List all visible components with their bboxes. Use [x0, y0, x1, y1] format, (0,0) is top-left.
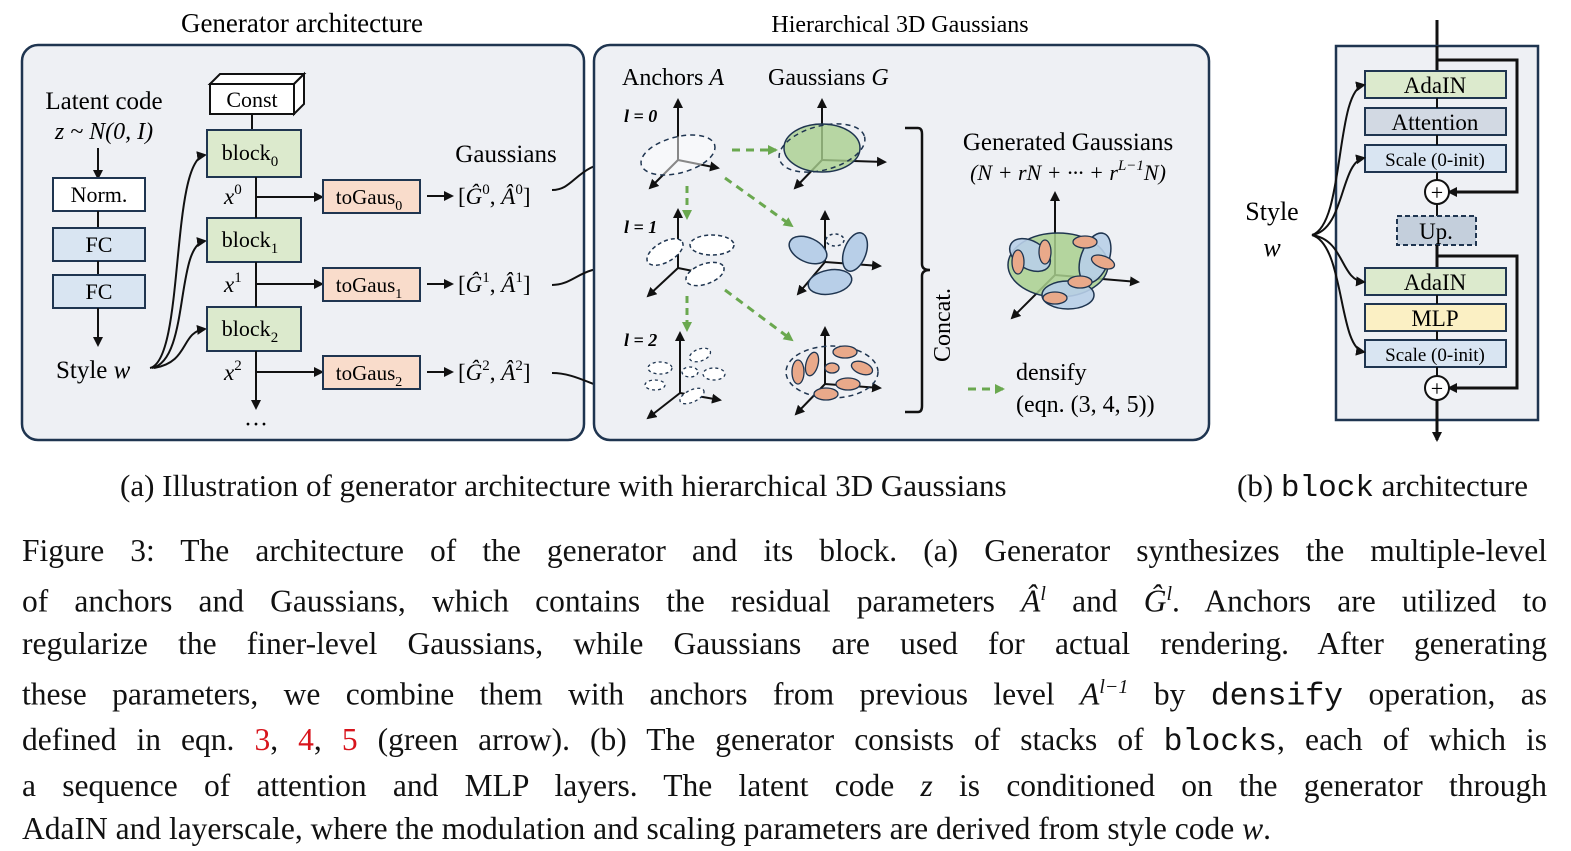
level-1-label: l = 1 — [624, 217, 657, 237]
sub-caption-b-suffix: architecture — [1381, 468, 1528, 503]
block-1 — [206, 217, 302, 263]
caption-line-6: a sequence of attention and MLP layers. … — [22, 767, 1547, 803]
generated-title: Generated Gaussians — [963, 129, 1173, 156]
togaus-0 — [322, 179, 421, 214]
adain-box-1 — [1364, 70, 1507, 99]
ref-eqn-5[interactable]: 5 — [341, 722, 358, 758]
output-2: [Ĝ2, Â2] — [458, 358, 531, 385]
scale-box-2 — [1364, 339, 1507, 368]
togaus-1-label: toGaus1 — [336, 273, 403, 302]
togaus-2 — [322, 355, 421, 390]
level-2-label: l = 2 — [624, 330, 657, 350]
caption-line-7: AdaIN and layerscale, where the modulati… — [22, 810, 1272, 846]
hierarchical-panel — [592, 43, 1211, 442]
output-1: [Ĝ1, Â1] — [458, 270, 531, 297]
latent-code-label: Latent code — [45, 88, 162, 115]
figure-diagram: Generator architecture Hierarchical 3D G… — [20, 8, 1540, 442]
block-style-var: w — [1263, 233, 1281, 262]
level-0-label: l = 0 — [624, 106, 657, 126]
densify-label: densify — [1016, 360, 1087, 386]
block-2-label: block2 — [222, 316, 278, 346]
adain-box-2 — [1364, 267, 1507, 296]
fc-box-2 — [52, 274, 146, 309]
densify-eqn: (eqn. (3, 4, 5)) — [1016, 392, 1155, 418]
generator-panel — [20, 43, 586, 442]
generated-gaussians — [1007, 191, 1140, 320]
block-2 — [206, 306, 302, 352]
generated-count: (N + rN + ··· + rL−1N) — [970, 158, 1166, 185]
plus-1-label: + — [1431, 180, 1443, 205]
adain-label-2: AdaIN — [1404, 270, 1467, 295]
const-label: Const — [226, 87, 277, 112]
block-0 — [206, 129, 302, 178]
anchors-level-0 — [640, 98, 720, 190]
gaussians-label: Gaussians — [455, 141, 556, 168]
block-style-label: Style — [1245, 197, 1298, 226]
sub-caption-a: (a) Illustration of generator architectu… — [120, 468, 1007, 503]
mlp-box — [1364, 303, 1507, 332]
gaussians-level-0 — [778, 98, 887, 190]
togaus-2-label: toGaus2 — [336, 361, 403, 390]
mlp-label: MLP — [1411, 306, 1458, 331]
anchors-header: Anchors A — [622, 65, 724, 91]
concat-label: Concat. — [930, 288, 956, 362]
sub-caption-b-code: block — [1280, 471, 1374, 506]
fc-label-1: FC — [86, 232, 113, 257]
norm-label: Norm. — [71, 182, 128, 207]
caption-line-1: Figure 3: The architecture of the genera… — [22, 533, 1547, 568]
ref-eqn-4[interactable]: 4 — [298, 722, 314, 758]
togaus-1 — [322, 267, 421, 302]
attention-box — [1364, 107, 1507, 136]
up-label: Up. — [1419, 219, 1453, 244]
caption-line-4: these parameters, we combine them with a… — [22, 675, 1547, 715]
up-box — [1396, 215, 1477, 246]
anchors-level-1 — [646, 208, 735, 298]
caption-line-5: defined in eqn. 3, 4, 5 (green arrow). (… — [22, 722, 1548, 761]
ellipsis: ··· — [244, 412, 268, 438]
hierarchical-title: Hierarchical 3D Gaussians — [771, 12, 1028, 38]
togaus-0-label: toGaus0 — [336, 185, 403, 214]
adain-label-1: AdaIN — [1404, 73, 1467, 98]
caption-line-3: regularize the finer-level Gaussians, wh… — [22, 626, 1547, 662]
fc-label-2: FC — [86, 279, 113, 304]
sub-caption-b: (b) block architecture — [1237, 468, 1528, 506]
plus-2-label: + — [1431, 376, 1443, 401]
block-1-label: block1 — [222, 227, 278, 257]
style-w-label: Style w — [56, 357, 131, 384]
gaussians-header: Gaussians G — [768, 65, 889, 91]
block-0-label: block0 — [222, 140, 278, 170]
gaussians-level-2 — [785, 326, 882, 416]
scale-label-1: Scale (0-init) — [1385, 150, 1485, 171]
gaussians-level-1 — [788, 210, 882, 296]
figure-caption: Figure 3: The architecture of the genera… — [22, 530, 1547, 851]
attention-label: Attention — [1392, 110, 1479, 135]
latent-dist-label: z ~ N(0, I) — [54, 119, 153, 145]
norm-box — [52, 177, 146, 212]
ref-eqn-3[interactable]: 3 — [254, 722, 271, 758]
const-box — [209, 83, 295, 115]
scale-label-2: Scale (0-init) — [1385, 345, 1485, 366]
anchors-level-2 — [644, 331, 726, 420]
generator-title: Generator architecture — [181, 8, 423, 38]
sub-caption-b-prefix: (b) — [1237, 468, 1274, 503]
caption-line-2: of anchors and Gaussians, which contains… — [22, 582, 1547, 619]
